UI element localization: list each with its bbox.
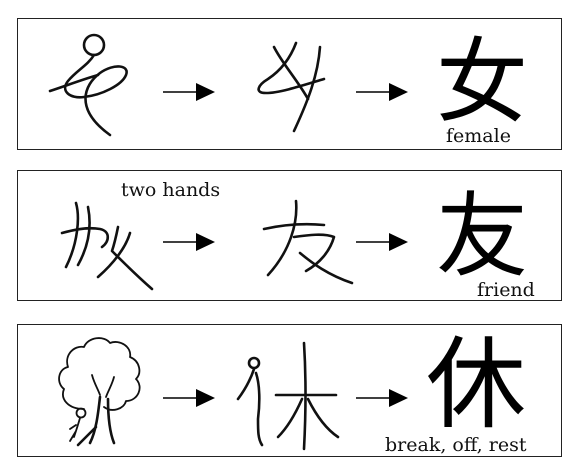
tree-icon — [58, 337, 141, 447]
meaning-female: female — [446, 125, 511, 147]
arrow-right-icon — [163, 83, 215, 101]
arrow-right-icon — [356, 233, 408, 251]
arrow-right-icon — [356, 389, 408, 407]
panel-rest: 休 break, off, rest — [17, 324, 562, 457]
row-friend-drawings — [60, 199, 408, 291]
row-rest-drawings — [58, 337, 408, 451]
person-pictograph-icon — [69, 407, 87, 442]
arrow-right-icon — [356, 83, 408, 101]
two-hands-pictograph-icon — [60, 201, 154, 291]
annotation-two-hands: two hands — [121, 179, 221, 201]
meaning-rest: break, off, rest — [385, 434, 527, 456]
arrow-right-icon — [163, 389, 215, 407]
row-female-drawings — [48, 33, 408, 137]
rest-transitional-glyph — [236, 341, 340, 451]
friend-transitional-glyph — [262, 199, 354, 285]
arrow-right-icon — [163, 233, 215, 251]
kanji-friend: 友 — [436, 183, 529, 290]
woman-pictograph-icon — [48, 33, 128, 137]
panel-female: 女 female — [17, 18, 562, 150]
woman-transitional-glyph — [257, 41, 326, 133]
kanji-female: 女 — [436, 29, 529, 136]
panel-friend: two hands 友 friend — [17, 170, 562, 301]
kanji-rest: 休 — [426, 326, 526, 443]
meaning-friend: friend — [477, 279, 535, 301]
